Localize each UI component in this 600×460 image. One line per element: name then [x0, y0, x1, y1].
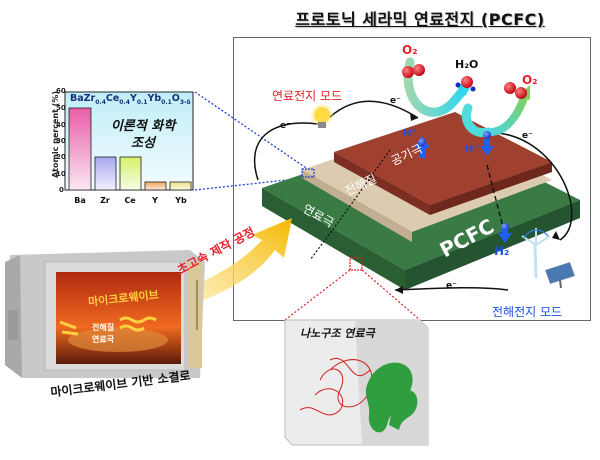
electron-label: e⁻ [446, 281, 457, 291]
x-category: Ba [74, 196, 86, 205]
proton-right-label: H⁺ [465, 144, 479, 155]
electron-label: e⁻ [390, 96, 401, 106]
chart-plot [64, 91, 194, 191]
sample-fuel-electrode-label: 연료극 [92, 335, 115, 344]
nanostructure-label: 나노구조 연료극 [300, 327, 375, 340]
fuel-cell-mode-label: 연료전지 모드 [272, 89, 343, 103]
composition-chart: Atomic percent (%) 60 50 40 30 20 10 0 B… [0, 0, 200, 240]
o2-left-label: O₂ [402, 43, 418, 57]
y-tick: 40 [56, 121, 66, 129]
electron-label: e⁻ [280, 121, 291, 131]
x-category: Yb [175, 196, 187, 205]
y-tick: 10 [56, 170, 66, 178]
chart-annotation: 이론적 화학 조성 [110, 119, 176, 151]
proton-left-label: H⁺ [403, 128, 417, 139]
electron-label: e⁻ [522, 131, 533, 141]
figure-title: 프로토닉 세라믹 연료전지 (PCFC) [295, 10, 545, 29]
y-tick: 0 [59, 186, 64, 194]
y-tick: 30 [56, 137, 66, 145]
x-category: Ce [124, 196, 136, 205]
h2o-label: H₂O [455, 58, 479, 71]
y-tick: 20 [56, 153, 66, 161]
sample-electrolyte-label: 전해질 [92, 323, 115, 332]
x-category: Zr [100, 196, 110, 205]
x-category: Y [152, 196, 158, 205]
h2-label: H₂ [494, 244, 510, 258]
y-tick: 60 [56, 87, 66, 95]
electrolysis-mode-label: 전해전지 모드 [492, 305, 563, 319]
y-tick: 50 [56, 104, 66, 112]
o2-right-label: O₂ [522, 73, 538, 87]
chart-formula-title: BaZr0.4Ce0.4Y0.1Yb0.1O3-δ [70, 93, 191, 106]
